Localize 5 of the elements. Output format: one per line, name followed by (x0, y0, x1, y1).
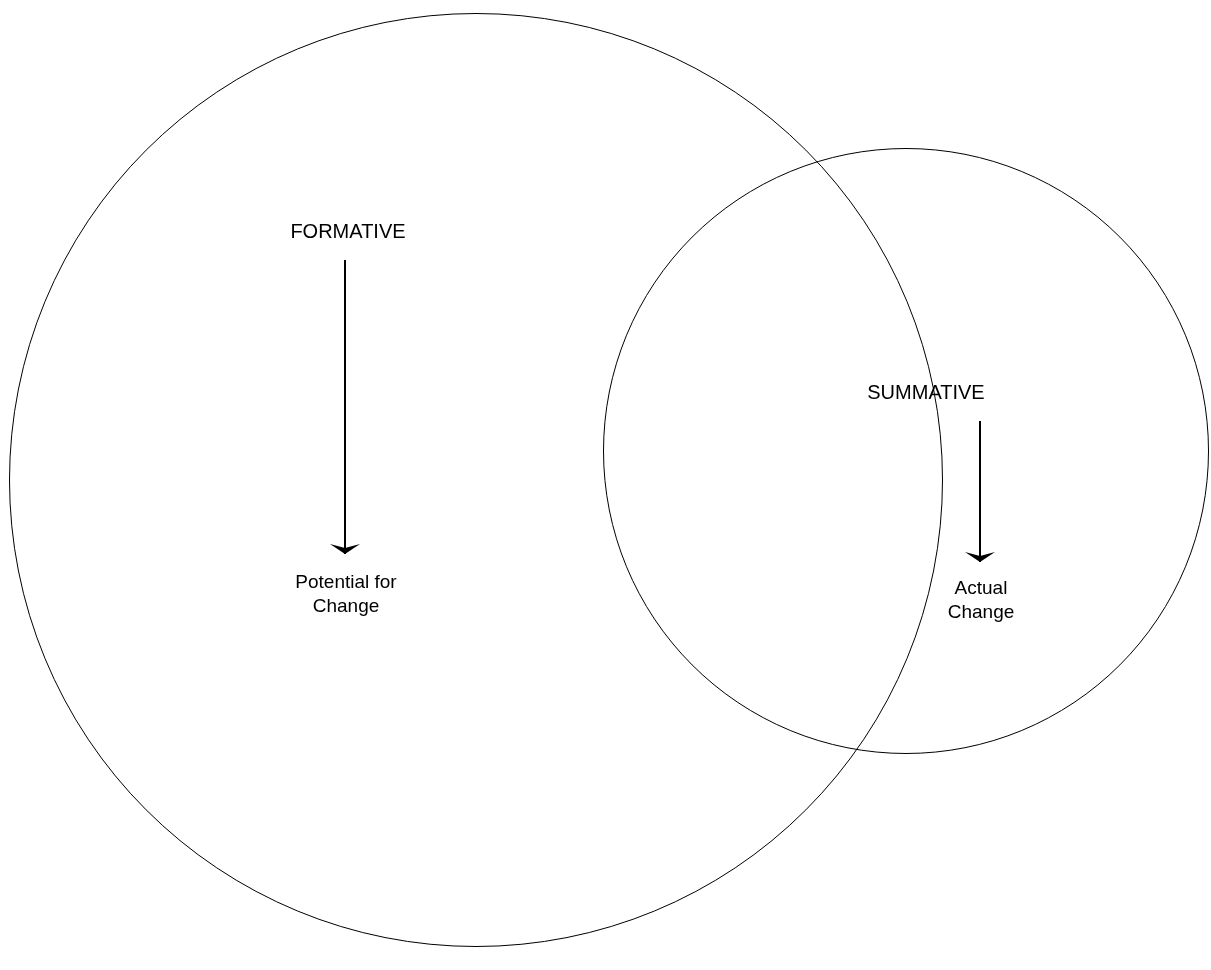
arrow (965, 420, 995, 563)
circle-label: Potential for Change (266, 567, 426, 621)
arrow (330, 259, 360, 555)
circle-label: FORMATIVE (268, 217, 428, 245)
circle-label: Actual Change (931, 575, 1031, 625)
